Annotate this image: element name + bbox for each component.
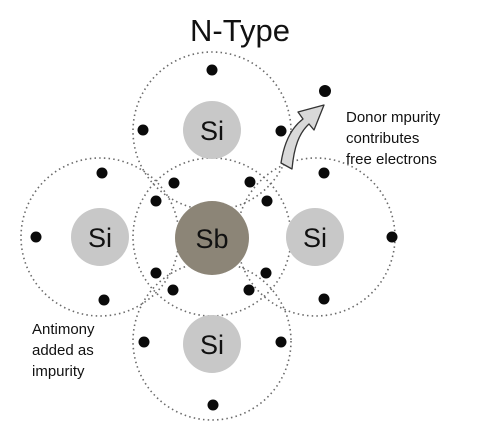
orbit-top <box>132 51 292 211</box>
donor-line-1: Donor mpurity <box>346 109 441 126</box>
atom-left: Si <box>71 208 129 266</box>
electron <box>275 336 287 348</box>
electron <box>318 167 330 179</box>
antimony-nucleus <box>175 201 249 275</box>
electron <box>168 177 180 189</box>
silicon-nucleus-right <box>286 208 344 266</box>
antimony-line-3: impurity <box>32 363 85 380</box>
electron <box>243 284 255 296</box>
atom-label-bottom: Si <box>200 330 224 360</box>
electron <box>98 294 110 306</box>
electron <box>206 64 218 76</box>
electron <box>260 267 272 279</box>
atom-label-right: Si <box>303 223 327 253</box>
donor-annotation: Donor mpurity contributes free electrons <box>346 109 441 168</box>
atom-center: Sb <box>175 201 249 275</box>
atom-label-center: Sb <box>195 224 228 254</box>
electron <box>261 195 273 207</box>
atom-bottom: Si <box>183 315 241 373</box>
silicon-nucleus-bottom <box>183 315 241 373</box>
silicon-nucleus-left <box>71 208 129 266</box>
free-electron <box>319 85 331 97</box>
donor-line-3: free electrons <box>346 151 437 168</box>
electron <box>137 124 149 136</box>
atom-label-left: Si <box>88 223 112 253</box>
electron <box>138 336 150 348</box>
electron <box>318 293 330 305</box>
electron <box>207 399 219 411</box>
electron <box>150 267 162 279</box>
curved-arrow-icon <box>280 104 325 170</box>
electron <box>150 195 162 207</box>
electron <box>167 284 179 296</box>
electron <box>275 125 287 137</box>
electron <box>244 176 256 188</box>
electron <box>386 231 398 243</box>
atom-top: Si <box>183 101 241 159</box>
diagram-title: N-Type <box>190 13 290 48</box>
antimony-line-1: Antimony <box>32 321 95 338</box>
electron <box>96 167 108 179</box>
electron <box>30 231 42 243</box>
atom-right: Si <box>286 208 344 266</box>
electrons <box>30 64 398 411</box>
antimony-line-2: added as <box>32 342 94 359</box>
atom-label-top: Si <box>200 116 224 146</box>
donor-line-2: contributes <box>346 130 419 147</box>
antimony-annotation: Antimony added as impurity <box>32 321 95 380</box>
silicon-nucleus-top <box>183 101 241 159</box>
